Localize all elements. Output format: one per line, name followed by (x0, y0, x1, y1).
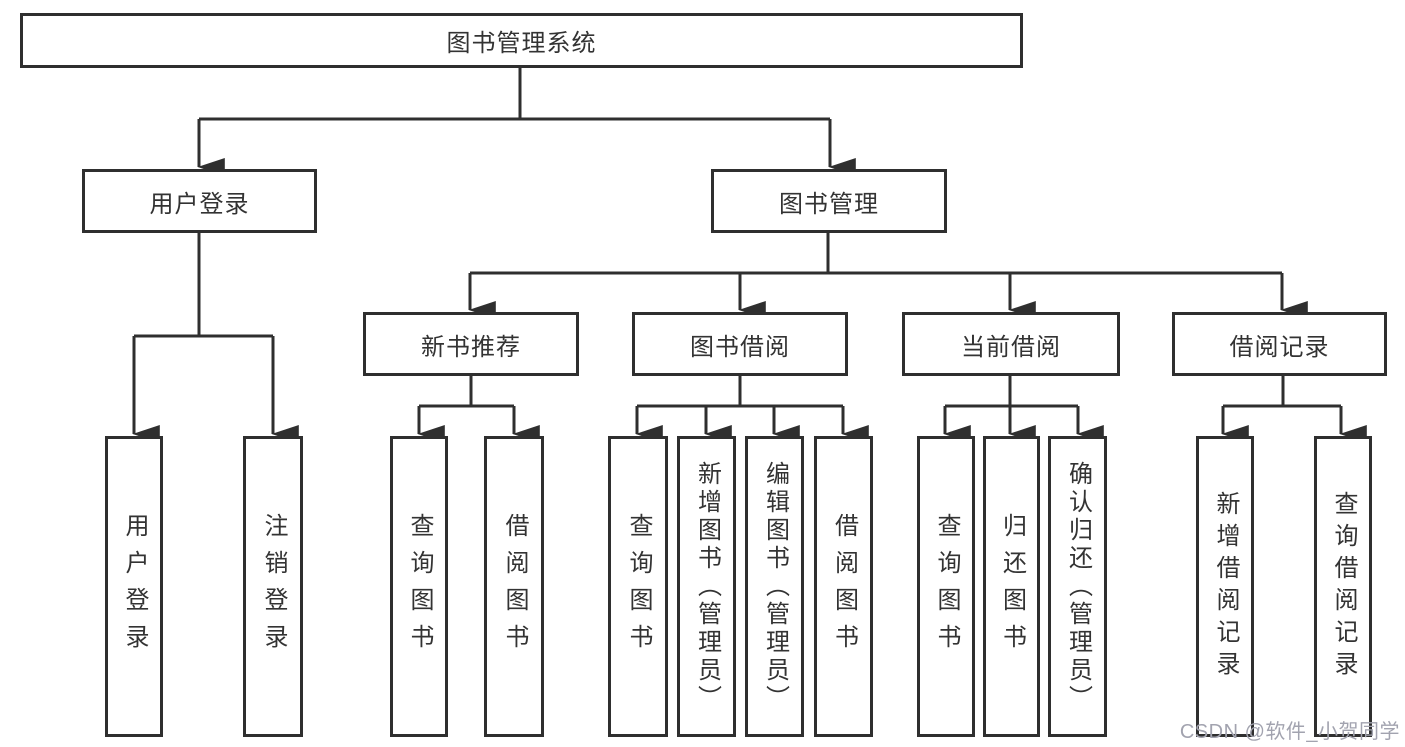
leaf-query-books-borrow: 查询图书 (608, 436, 668, 737)
leaf-edit-books-admin-label: 编辑图书（管理员） (761, 460, 789, 713)
node-library-management-system: 图书管理系统 (20, 13, 1023, 68)
node-borrow-records: 借阅记录 (1172, 312, 1387, 376)
leaf-query-books-current-label: 查询图书 (933, 512, 960, 661)
leaf-confirm-return-admin: 确认归还（管理员） (1048, 436, 1107, 737)
leaf-query-books-recommend-label: 查询图书 (406, 512, 433, 661)
leaf-add-books-admin-label: 新增图书（管理员） (693, 460, 721, 713)
leaf-query-books-current: 查询图书 (917, 436, 975, 737)
leaf-borrow-books-recommend: 借阅图书 (484, 436, 544, 737)
node-book-management: 图书管理 (711, 169, 947, 233)
node-current-borrow: 当前借阅 (902, 312, 1120, 376)
leaf-query-borrow-record: 查询借阅记录 (1314, 436, 1372, 737)
leaf-borrow-books-recommend-label: 借阅图书 (501, 512, 528, 661)
node-book-borrow: 图书借阅 (632, 312, 848, 376)
leaf-borrow-books: 借阅图书 (814, 436, 873, 737)
leaf-query-books-recommend: 查询图书 (390, 436, 448, 737)
watermark: CSDN @软件_小贺同学 (1179, 721, 1400, 743)
leaf-return-books: 归还图书 (983, 436, 1040, 737)
node-user-login: 用户登录 (82, 169, 317, 233)
leaf-add-borrow-record-label: 新增借阅记录 (1212, 490, 1239, 683)
leaf-logout: 注销登录 (243, 436, 303, 737)
leaf-borrow-books-label: 借阅图书 (830, 512, 858, 661)
leaf-return-books-label: 归还图书 (998, 512, 1026, 661)
leaf-user-login-label: 用户登录 (121, 512, 148, 661)
leaf-add-borrow-record: 新增借阅记录 (1196, 436, 1254, 737)
leaf-edit-books-admin: 编辑图书（管理员） (745, 436, 804, 737)
leaf-logout-label: 注销登录 (260, 512, 287, 661)
leaf-user-login: 用户登录 (105, 436, 163, 737)
leaf-confirm-return-admin-label: 确认归还（管理员） (1064, 460, 1092, 713)
leaf-query-borrow-record-label: 查询借阅记录 (1330, 490, 1357, 683)
leaf-add-books-admin: 新增图书（管理员） (677, 436, 736, 737)
node-new-book-recommend: 新书推荐 (363, 312, 579, 376)
leaf-query-books-borrow-label: 查询图书 (625, 512, 652, 661)
